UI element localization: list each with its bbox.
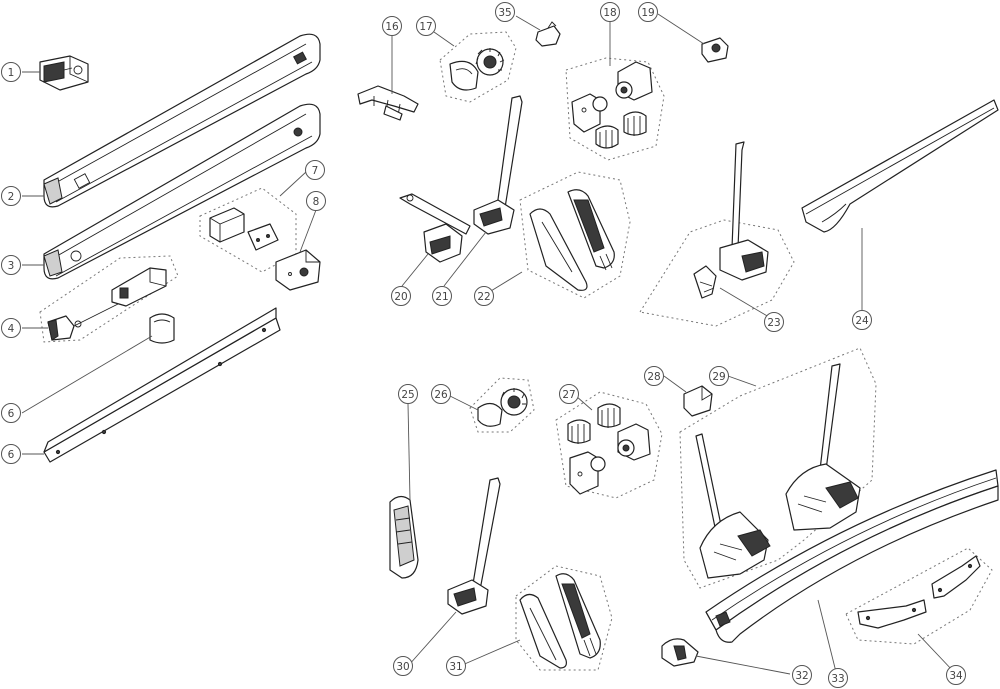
callout-2: 2 — [1, 186, 21, 206]
part-sleeve — [149, 313, 175, 344]
svg-text:20: 20 — [394, 291, 407, 303]
svg-text:6: 6 — [8, 449, 15, 461]
callout-25: 25 — [398, 384, 418, 404]
callout-35: 35 — [495, 2, 515, 22]
part-clip-35 — [535, 21, 561, 47]
callout-29: 29 — [709, 366, 729, 386]
part-arm-30 — [447, 477, 501, 615]
svg-text:18: 18 — [603, 7, 616, 19]
callout-16: 16 — [382, 16, 402, 36]
part-ratchet-26 — [477, 388, 528, 427]
svg-text:25: 25 — [401, 389, 414, 401]
svg-text:17: 17 — [419, 21, 432, 33]
part-rail-3 — [43, 103, 321, 280]
part-arm-21 — [473, 95, 523, 235]
callout-21: 21 — [432, 286, 452, 306]
callout-34: 34 — [946, 665, 966, 685]
callout-32: 32 — [792, 665, 812, 685]
callout-4: 4 — [1, 318, 21, 338]
callout-26: 26 — [431, 384, 451, 404]
callout-28: 28 — [644, 366, 664, 386]
part-bracket-16 — [357, 85, 419, 121]
callout-24: 24 — [852, 310, 872, 330]
svg-text:2: 2 — [8, 191, 15, 203]
callout-23: 23 — [764, 312, 784, 332]
callout-31: 31 — [446, 656, 466, 676]
part-clamp-assembly-4 — [47, 267, 167, 341]
callout-20: 20 — [391, 286, 411, 306]
part-angle-profile-6 — [43, 307, 281, 463]
callout-27: 27 — [559, 384, 579, 404]
part-holder-25 — [389, 495, 419, 579]
part-knobs-18 — [571, 61, 653, 149]
part-holders-31 — [519, 573, 601, 669]
svg-text:24: 24 — [855, 315, 869, 327]
part-holders-22 — [529, 189, 615, 291]
part-clip-32 — [661, 638, 699, 667]
svg-text:31: 31 — [449, 661, 462, 673]
part-pads-7 — [209, 207, 279, 251]
svg-text:34: 34 — [949, 670, 963, 682]
part-plates-34 — [857, 555, 981, 629]
svg-text:35: 35 — [498, 7, 511, 19]
callout-6-upper: 6 — [1, 403, 21, 423]
part-rail-2 — [43, 33, 321, 208]
callout-3: 3 — [1, 255, 21, 275]
callout-18: 18 — [600, 2, 620, 22]
callout-19: 19 — [638, 2, 658, 22]
part-curved-rail-33 — [705, 469, 999, 643]
part-strap-holder-20 — [399, 193, 471, 263]
svg-text:7: 7 — [312, 165, 319, 177]
svg-text:23: 23 — [767, 317, 780, 329]
part-ratchet-17 — [449, 48, 505, 91]
svg-text:16: 16 — [385, 21, 399, 33]
svg-text:1: 1 — [8, 67, 15, 79]
callout-7: 7 — [305, 160, 325, 180]
svg-text:19: 19 — [641, 7, 654, 19]
callout-17: 17 — [416, 16, 436, 36]
part-knobs-27 — [567, 403, 651, 495]
callout-6-lower: 6 — [1, 444, 21, 464]
svg-text:3: 3 — [8, 260, 15, 272]
svg-text:30: 30 — [396, 661, 409, 673]
callout-1: 1 — [1, 62, 21, 82]
leader-lines — [21, 13, 955, 675]
svg-text:33: 33 — [831, 673, 844, 685]
callout-8: 8 — [306, 191, 326, 211]
part-end-cap-8 — [275, 249, 321, 291]
svg-text:22: 22 — [477, 291, 490, 303]
svg-text:32: 32 — [795, 670, 808, 682]
svg-text:28: 28 — [647, 371, 660, 383]
callout-30: 30 — [393, 656, 413, 676]
svg-text:26: 26 — [434, 389, 448, 401]
part-end-cap-1 — [39, 55, 89, 91]
part-collar-28 — [683, 385, 713, 417]
svg-text:27: 27 — [562, 389, 575, 401]
svg-text:29: 29 — [712, 371, 725, 383]
svg-text:4: 4 — [8, 323, 15, 335]
part-collar-19 — [701, 37, 729, 63]
part-profile-24 — [801, 99, 999, 233]
callout-22: 22 — [474, 286, 494, 306]
callout-33: 33 — [828, 668, 848, 688]
svg-text:21: 21 — [435, 291, 448, 303]
svg-text:8: 8 — [313, 196, 320, 208]
part-wheel-holders-29 — [695, 363, 861, 579]
part-arm-23 — [693, 141, 769, 299]
svg-text:6: 6 — [8, 408, 15, 420]
